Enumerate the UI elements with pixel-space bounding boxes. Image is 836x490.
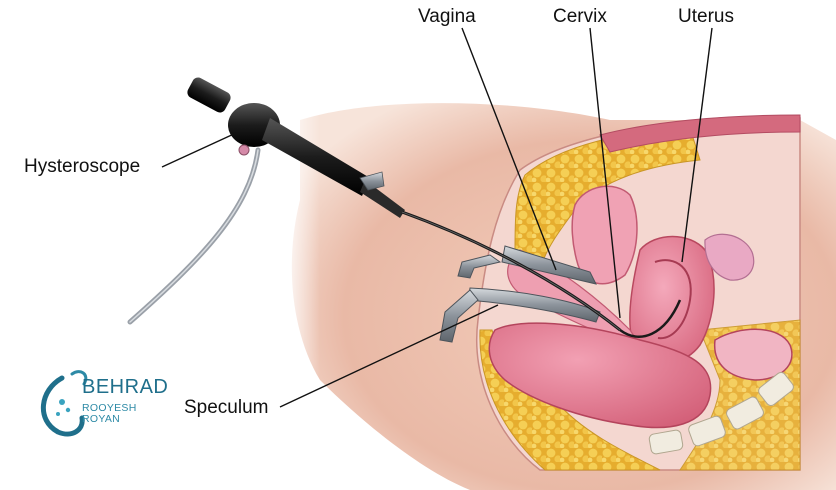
logo-subtitle: ROOYESH ROYAN	[82, 402, 137, 425]
pointer-speculum	[279, 304, 499, 408]
label-vagina: Vagina	[418, 6, 476, 27]
pointer-cervix	[589, 27, 621, 319]
pointer-uterus	[681, 27, 713, 263]
sacrum	[648, 371, 794, 455]
label-speculum: Speculum	[184, 397, 269, 418]
label-uterus: Uterus	[678, 6, 734, 27]
speculum-instrument	[439, 245, 601, 343]
ovary	[704, 233, 755, 281]
logo-mark	[40, 370, 88, 437]
pointer-hysteroscope	[161, 132, 237, 168]
light-cable	[127, 147, 261, 325]
brand-logo: BEHRAD ROOYESH ROYAN	[40, 373, 170, 435]
rectum	[488, 322, 712, 429]
label-cervix: Cervix	[553, 6, 607, 27]
pointer-lines	[161, 27, 713, 408]
bladder	[571, 185, 638, 285]
uterine-cavity	[654, 259, 692, 340]
logo-name: BEHRAD	[82, 376, 169, 398]
pointer-vagina	[461, 27, 557, 271]
hysteroscope-instrument	[187, 77, 682, 338]
bowel-loop	[714, 328, 793, 381]
label-hysteroscope: Hysteroscope	[24, 156, 141, 177]
abdominal-wall	[599, 114, 801, 153]
